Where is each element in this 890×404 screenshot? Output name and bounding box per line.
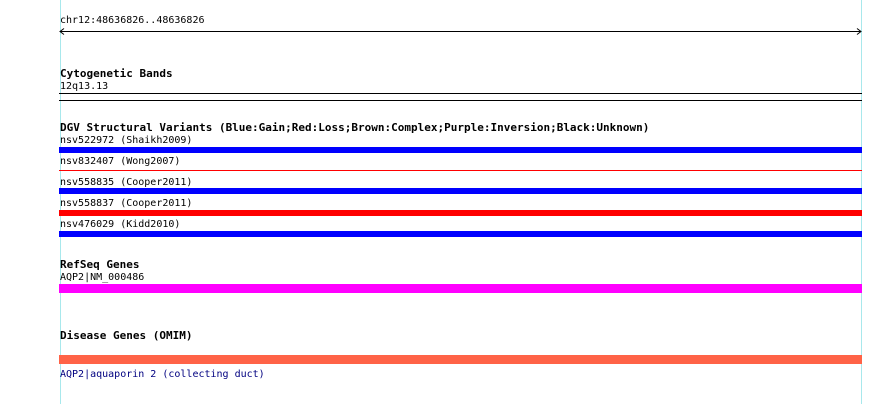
refseq-track-title: RefSeq Genes	[60, 258, 140, 271]
omim-gene-link[interactable]: AQP2|aquaporin 2 (collecting duct)	[60, 369, 265, 380]
cytoband-line	[59, 93, 862, 94]
right-boundary-line	[861, 0, 862, 404]
dgv-item-label[interactable]: nsv476029 (Kidd2010)	[60, 219, 181, 230]
cytoband-label[interactable]: 12q13.13	[60, 81, 109, 92]
omim-track-title: Disease Genes (OMIM)	[60, 329, 193, 342]
dgv-gain-bar[interactable]	[59, 147, 862, 153]
dgv-item-label[interactable]: nsv558835 (Cooper2011)	[60, 177, 193, 188]
dgv-loss-bar[interactable]	[59, 210, 862, 216]
omim-gene-bar[interactable]	[59, 355, 862, 364]
cytoband-line	[59, 100, 862, 101]
dgv-track-title: DGV Structural Variants (Blue:Gain;Red:L…	[60, 121, 650, 134]
dgv-gain-bar[interactable]	[59, 188, 862, 194]
dgv-loss-bar[interactable]	[59, 170, 862, 171]
dgv-item-label[interactable]: nsv522972 (Shaikh2009)	[60, 135, 193, 146]
refseq-gene-label[interactable]: AQP2|NM_000486	[60, 272, 145, 283]
dgv-gain-bar[interactable]	[59, 231, 862, 237]
cytoband-track-title: Cytogenetic Bands	[60, 67, 173, 80]
range-arrow	[59, 28, 862, 35]
dgv-item-label[interactable]: nsv558837 (Cooper2011)	[60, 198, 193, 209]
dgv-item-label[interactable]: nsv832407 (Wong2007)	[60, 156, 181, 167]
position-label: chr12:48636826..48636826	[60, 15, 205, 26]
refseq-gene-bar[interactable]	[59, 284, 862, 293]
left-boundary-line	[60, 0, 61, 404]
